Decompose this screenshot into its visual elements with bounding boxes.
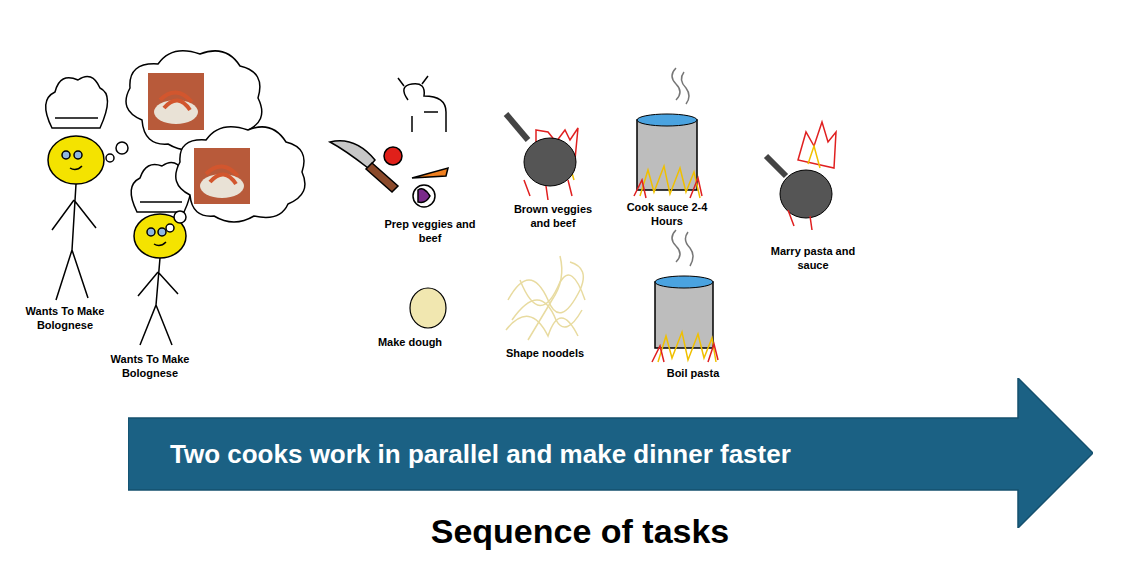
prep-icons [330,76,448,207]
task-label: Shape noodels [495,347,595,361]
task-label: Wants To Make Bolognese [15,305,115,333]
pot-icon [652,230,718,362]
task-label: Prep veggies and beef [375,218,485,246]
arrow-text: Two cooks work in parallel and make dinn… [170,439,791,470]
task-label: Brown veggies and beef [503,203,603,231]
task-label: Wants To Make Bolognese [100,353,200,381]
task-label: Cook sauce 2-4 Hours [622,201,712,229]
task-label: Marry pasta and sauce [758,245,868,273]
cook-figure [46,76,108,300]
task-label: Boil pasta [643,367,743,381]
arrow-band: Two cooks work in parallel and make dinn… [128,378,1093,528]
thought-bubble [106,51,305,232]
task-label: Make dough [360,336,460,350]
pan-icon [506,114,578,200]
caption: Sequence of tasks [280,512,880,551]
dough-icon [410,288,446,328]
pot-icon [634,68,702,198]
noodles-icon [506,256,585,340]
pan-icon [766,122,836,230]
